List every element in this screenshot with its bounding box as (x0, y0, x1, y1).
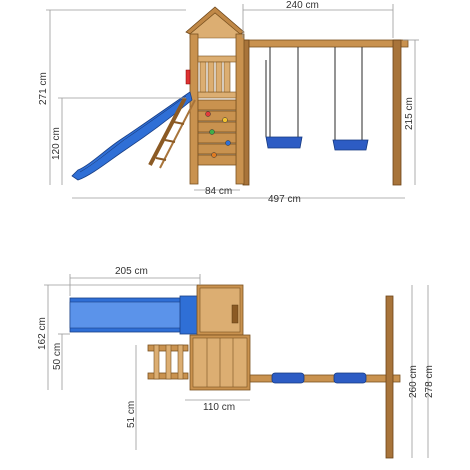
dim-497: 497 cm (72, 194, 405, 205)
dim-label-240: 240 cm (286, 0, 319, 11)
slide (71, 91, 193, 181)
dim-240: 240 cm (242, 0, 394, 38)
dim-label-110: 110 cm (203, 402, 235, 413)
dim-label-162: 162 cm (37, 317, 48, 350)
dim-215: 215 cm (403, 39, 419, 185)
tower-top (189, 284, 251, 391)
dim-label-50: 50 cm (52, 343, 63, 370)
dim-label-120: 120 cm (51, 127, 62, 160)
ladder-top (147, 344, 189, 380)
dim-label-271: 271 cm (38, 72, 49, 105)
swing-beam-top (249, 295, 401, 459)
dim-205: 205 cm (69, 266, 201, 296)
dim-51: 51 cm (126, 345, 137, 450)
dim-120: 120 cm (51, 97, 186, 185)
swing-beam (242, 39, 409, 186)
dim-278: 278 cm (424, 285, 435, 458)
dim-162: 162 cm (37, 284, 197, 390)
top-view: 205 cm 162 cm 50 cm 51 cm 110 cm 260 cm … (37, 266, 435, 459)
swing-right (332, 47, 369, 151)
tower (185, 6, 245, 185)
dim-label-497: 497 cm (268, 194, 301, 205)
dim-label-260: 260 cm (408, 365, 419, 398)
swing-left (265, 47, 303, 149)
dim-50: 50 cm (52, 333, 70, 390)
side-view: 240 cm 271 cm 120 cm 215 cm 84 cm 497 cm (38, 0, 419, 205)
dim-260: 260 cm (408, 285, 419, 458)
slide-top (69, 295, 199, 335)
dim-110: 110 cm (185, 399, 250, 413)
dim-84: 84 cm (194, 186, 240, 197)
dim-label-51: 51 cm (126, 401, 137, 428)
dim-label-205: 205 cm (115, 266, 148, 277)
ladder-side (148, 97, 196, 169)
dim-label-84: 84 cm (205, 186, 232, 197)
dim-label-278: 278 cm (424, 365, 435, 398)
dim-label-215: 215 cm (404, 97, 415, 130)
dim-271: 271 cm (38, 9, 186, 185)
